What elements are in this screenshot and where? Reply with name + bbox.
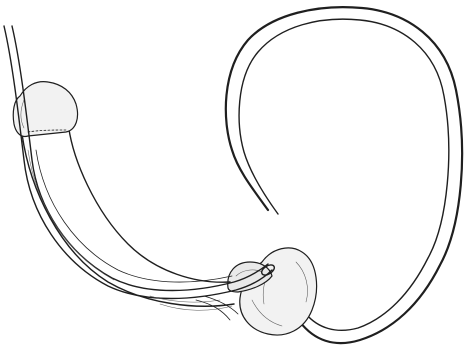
urethra-line-1: [36, 150, 232, 282]
catheter: [4, 26, 276, 299]
urethra-line-2: [28, 150, 114, 280]
prostate-lobe: [240, 248, 317, 335]
prostate: [240, 248, 317, 335]
perineal-membrane: [196, 296, 238, 320]
membrane-line-1: [196, 300, 230, 320]
shaft-upper-outline: [68, 122, 230, 282]
catheter-inner-line: [12, 26, 268, 291]
